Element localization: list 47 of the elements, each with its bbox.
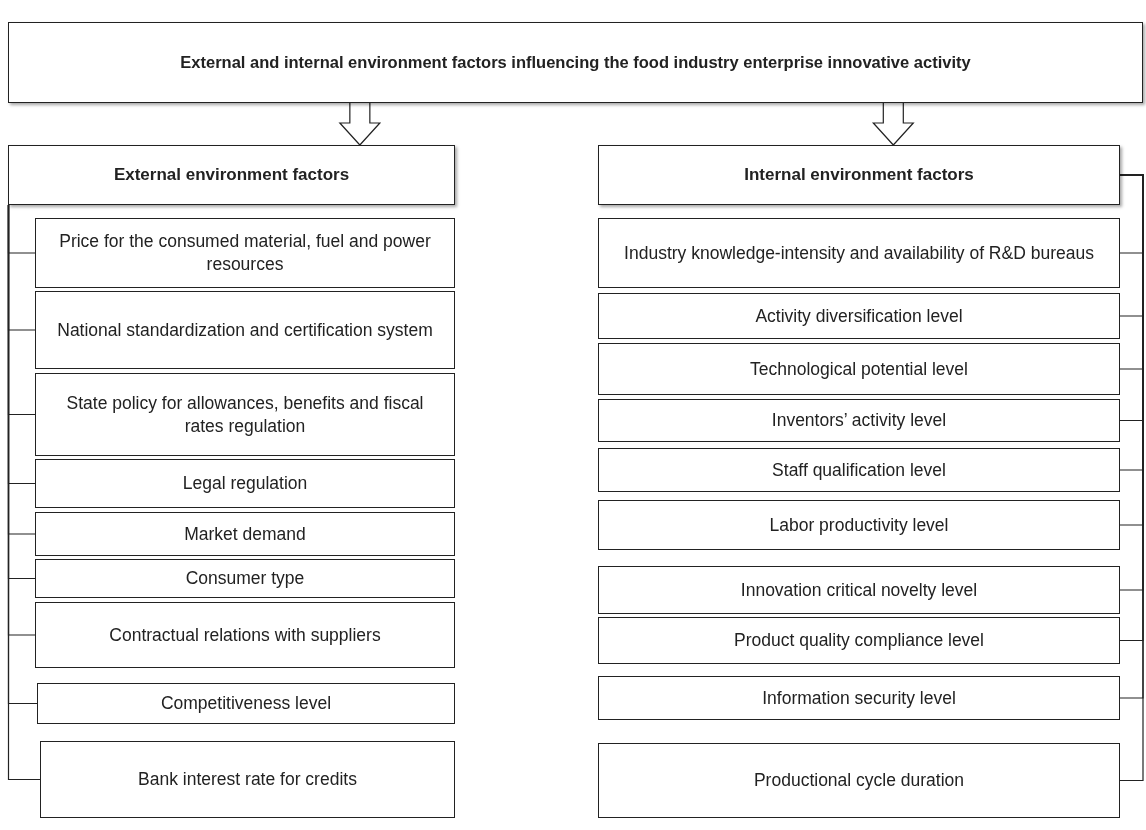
box-text: Staff qualification level bbox=[772, 458, 946, 482]
connector-line bbox=[7, 204, 41, 781]
factor-box bbox=[35, 602, 455, 668]
title-box bbox=[8, 22, 1143, 103]
box-text: Internal environment factors bbox=[744, 163, 974, 186]
header-box bbox=[598, 145, 1120, 205]
factor-box bbox=[35, 373, 455, 456]
factor-box bbox=[598, 676, 1120, 720]
box-text: National standardization and certification system bbox=[57, 318, 433, 342]
factor-box bbox=[598, 500, 1120, 550]
box-text: Information security level bbox=[762, 686, 956, 710]
box-text: Consumer type bbox=[185, 567, 305, 590]
factor-box bbox=[598, 343, 1120, 395]
box-text: Competitiveness level bbox=[160, 692, 332, 715]
factor-box bbox=[37, 683, 455, 724]
factor-box bbox=[598, 617, 1120, 664]
box-text: Industry knowledge-intensity and availability of R&D bureaus bbox=[624, 241, 1094, 265]
block-arrow bbox=[871, 102, 915, 146]
box-text: External and internal environment factors influencing the food industry enterprise innovative activity bbox=[180, 51, 971, 73]
box-text: Innovation critical novelty level bbox=[740, 578, 978, 602]
factor-box bbox=[598, 566, 1120, 614]
header-box bbox=[8, 145, 455, 205]
factor-box bbox=[598, 399, 1120, 442]
box-text: Activity diversification level bbox=[755, 304, 963, 328]
box-text: Inventors’ activity level bbox=[771, 409, 947, 432]
factor-box bbox=[35, 512, 455, 556]
box-text: Market demand bbox=[184, 522, 306, 546]
block-arrow bbox=[338, 102, 382, 146]
box-text: Labor productivity level bbox=[769, 513, 949, 537]
box-text: Product quality compliance level bbox=[734, 629, 984, 652]
box-text: Contractual relations with suppliers bbox=[109, 623, 381, 647]
box-text: Bank interest rate for credits bbox=[138, 768, 357, 791]
factor-box bbox=[35, 459, 455, 508]
box-text: State policy for allowances, benefits and fiscal rates regulation bbox=[65, 391, 425, 438]
box-text: Productional cycle duration bbox=[753, 769, 965, 792]
factor-box bbox=[35, 291, 455, 369]
factor-box bbox=[598, 448, 1120, 492]
box-text: Price for the consumed material, fuel and power resources bbox=[58, 230, 432, 276]
box-text: Legal regulation bbox=[182, 472, 308, 495]
factor-box bbox=[35, 559, 455, 598]
box-text: External environment factors bbox=[113, 163, 350, 186]
box-text: Technological potential level bbox=[750, 357, 968, 381]
factor-box bbox=[598, 743, 1120, 818]
factor-box bbox=[40, 741, 455, 818]
factor-box bbox=[598, 293, 1120, 339]
factor-box bbox=[598, 218, 1120, 288]
factor-box bbox=[35, 218, 455, 288]
